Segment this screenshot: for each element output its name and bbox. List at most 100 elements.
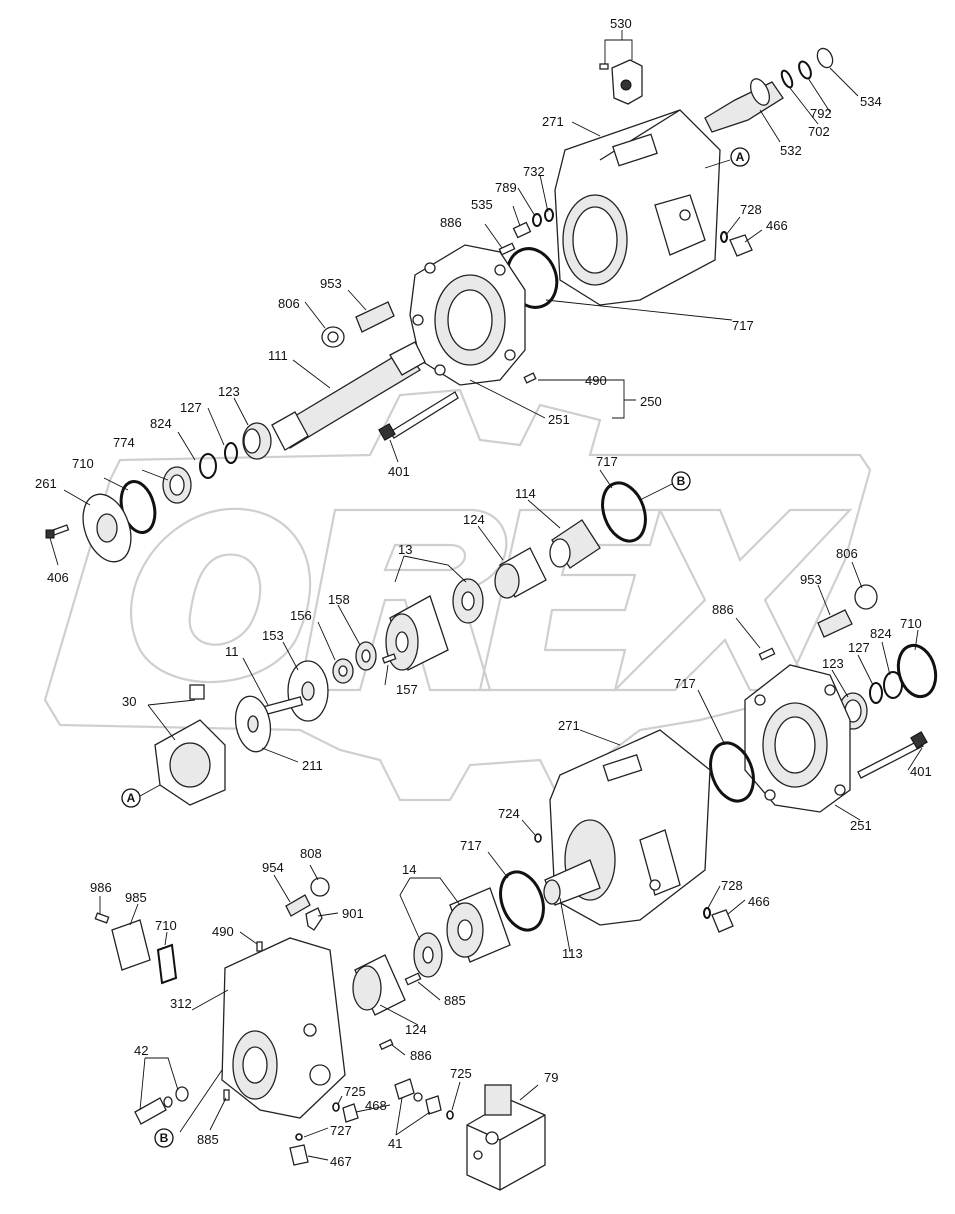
part-123-bearing-top: [242, 422, 272, 460]
callout-774: 774: [113, 435, 135, 450]
part-886-pin-right: [758, 647, 776, 661]
callout-42: 42: [134, 1043, 148, 1058]
callout-732: 732: [523, 164, 545, 179]
part-127-snap-ring-right: [869, 682, 883, 704]
callout-954: 954: [262, 860, 284, 875]
callout-123-top: 123: [218, 384, 240, 399]
svg-text:A: A: [736, 150, 745, 164]
callout-123-right: 123: [822, 656, 844, 671]
leader-lines: [49, 30, 923, 1161]
callout-792: 792: [810, 106, 832, 121]
callout-401-top: 401: [388, 464, 410, 479]
part-886-pin-top: [498, 242, 516, 256]
callout-710-top: 710: [72, 456, 94, 471]
callout-153: 153: [262, 628, 284, 643]
callout-824-top: 824: [150, 416, 172, 431]
part-124-needle-bearing-middle: [494, 547, 547, 599]
callout-886-lower: 886: [410, 1048, 432, 1063]
callout-532: 532: [780, 143, 802, 158]
marker-a-middle: A: [121, 788, 141, 808]
callout-labels: 530 534 792 702 532 271 732 789 535 886 …: [35, 16, 932, 1169]
callout-490-top: 490: [585, 373, 607, 388]
callout-466-lower: 466: [748, 894, 770, 909]
callout-717-lower: 717: [460, 838, 482, 853]
callout-79: 79: [544, 1070, 558, 1085]
callout-885-right: 885: [444, 993, 466, 1008]
callout-953-right: 953: [800, 572, 822, 587]
part-532-plug-assembly: [704, 47, 834, 133]
callout-535: 535: [471, 197, 493, 212]
part-774-oil-seal: [162, 466, 192, 504]
middle-assembly: [154, 481, 647, 806]
callout-702: 702: [808, 124, 830, 139]
watermark-letter-o: [129, 507, 312, 684]
callout-111: 111: [268, 348, 288, 363]
callout-466-top: 466: [766, 218, 788, 233]
part-111-drive-shaft: [271, 341, 426, 451]
callout-271-top: 271: [542, 114, 564, 129]
part-725-468-727-467-plugs: [289, 1102, 359, 1166]
callout-30: 30: [122, 694, 136, 709]
part-717-o-ring-lower: [499, 870, 545, 932]
callout-158: 158: [328, 592, 350, 607]
bottom-assembly: [94, 877, 546, 1191]
part-717-o-ring-middle: [601, 481, 647, 543]
callout-14: 14: [402, 862, 416, 877]
svg-text:B: B: [677, 474, 686, 488]
part-114-spline-coupling: [549, 519, 601, 569]
callout-13: 13: [398, 542, 412, 557]
callout-728-lower: 728: [721, 878, 743, 893]
marker-b-middle: B: [671, 471, 691, 491]
part-530-block: [599, 59, 643, 105]
callout-886-right: 886: [712, 602, 734, 617]
part-14-cylinder-group-lower: [413, 887, 511, 978]
callout-727: 727: [330, 1123, 352, 1138]
callout-530: 530: [610, 16, 632, 31]
callout-885-left: 885: [197, 1132, 219, 1147]
callout-717-right: 717: [674, 676, 696, 691]
part-824-ring-top: [199, 453, 217, 479]
callout-251-top: 251: [548, 412, 570, 427]
part-251-flange-right: [744, 664, 851, 813]
callout-717-middle: 717: [596, 454, 618, 469]
callout-717-top: 717: [732, 318, 754, 333]
callout-127-right: 127: [848, 640, 870, 655]
callout-490-lower: 490: [212, 924, 234, 939]
callout-468: 468: [365, 1098, 387, 1113]
part-13-cylinder-group: [385, 578, 484, 671]
part-885-pin-lower-left: [223, 1089, 230, 1101]
callout-127-top: 127: [180, 400, 202, 415]
part-312-valve-block: [221, 937, 346, 1119]
callout-725-left: 725: [344, 1084, 366, 1099]
part-156-spherical-bush: [332, 658, 354, 684]
callout-156: 156: [290, 608, 312, 623]
part-953-806-screw-nut: [321, 301, 395, 348]
part-127-snap-ring-top: [224, 442, 238, 464]
part-30-swash-plate: [154, 684, 226, 806]
callout-789: 789: [495, 180, 517, 195]
part-153-retainer-plate: [287, 660, 329, 722]
part-261-seal-cover: [82, 493, 132, 563]
part-157-pin: [381, 653, 397, 664]
callout-886-top: 886: [440, 215, 462, 230]
callout-953-top: 953: [320, 276, 342, 291]
callout-124-lower: 124: [405, 1022, 427, 1037]
callout-406: 406: [47, 570, 69, 585]
part-406-bolt: [45, 524, 70, 539]
part-885-pin-lower-right: [404, 972, 422, 986]
callout-401-right: 401: [910, 764, 932, 779]
part-886-pin-lower: [378, 1038, 394, 1051]
part-211-shoe-plate: [234, 695, 272, 753]
callout-824-right: 824: [870, 626, 892, 641]
watermark-letter-r: [298, 508, 508, 692]
gear-watermark-outline: [43, 388, 872, 802]
svg-text:A: A: [127, 791, 136, 805]
part-158-spacer: [355, 641, 377, 671]
top-assembly: [45, 47, 834, 563]
part-728-466-plug-right: [703, 907, 734, 933]
callout-312: 312: [170, 996, 192, 1011]
callout-261: 261: [35, 476, 57, 491]
callout-250: 250: [640, 394, 662, 409]
callout-806-top: 806: [278, 296, 300, 311]
